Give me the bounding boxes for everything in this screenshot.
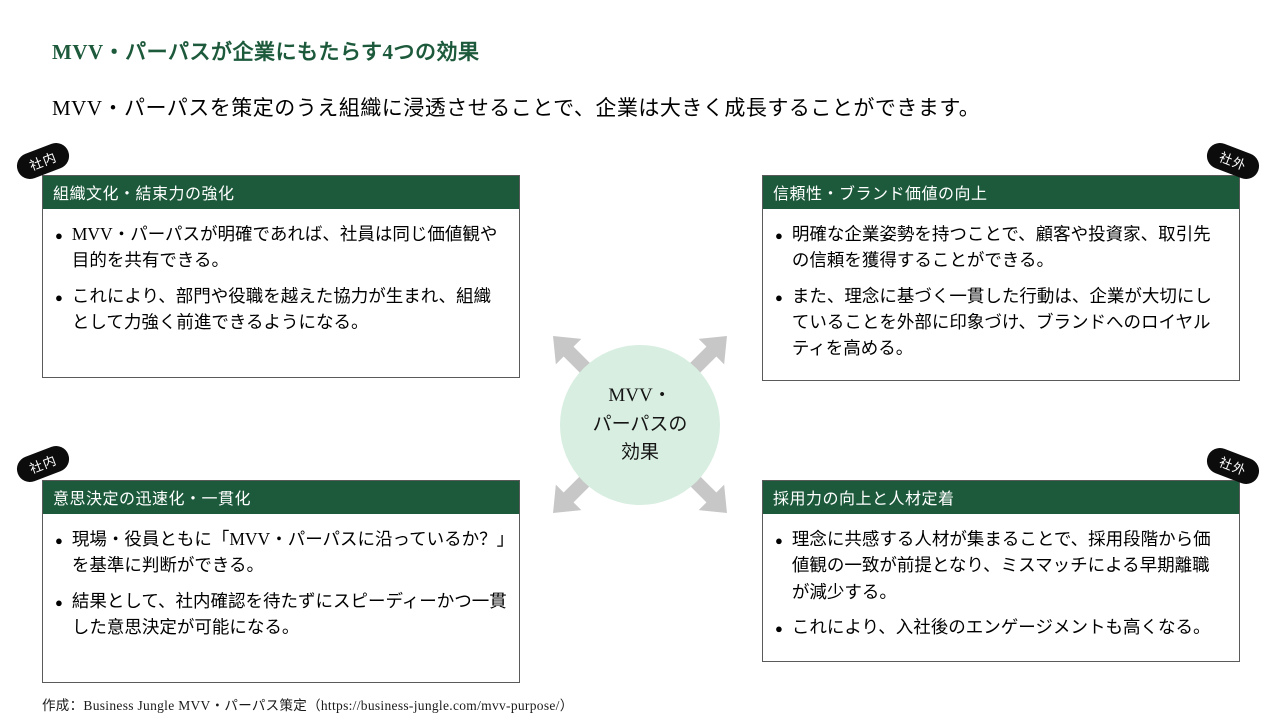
arrow-to-bottom-left-icon xyxy=(553,474,592,513)
card-recruitment-retention-body: ● 理念に共感する人材が集まることで、採用段階から価値観の一致が前提となり、ミス… xyxy=(763,514,1239,659)
bullet-text: これにより、部門や役職を越えた協力が生まれ、組織として力強く前進できるようになる… xyxy=(71,285,491,332)
bullet-icon: ● xyxy=(775,533,783,548)
card-decision-speed: 意思決定の迅速化・一貫化 ● 現場・役員ともに「MVV・パーパスに沿っているか？… xyxy=(42,480,520,683)
bullet-icon: ● xyxy=(775,228,783,243)
card-brand-trust-body: ● 明確な企業姿勢を持つことで、顧客や投資家、取引先の信頼を獲得することができる… xyxy=(763,209,1239,380)
bullet-text: 現場・役員ともに「MVV・パーパスに沿っているか？」を基準に判断ができる。 xyxy=(71,529,506,576)
list-item: ● 結果として、社内確認を待たずにスピーディーかつ一貫した意思決定が可能になる。 xyxy=(55,588,507,641)
bullet-icon: ● xyxy=(775,289,783,305)
arrow-to-bottom-right-icon xyxy=(688,474,727,513)
card-decision-speed-body: ● 現場・役員ともに「MVV・パーパスに沿っているか？」を基準に判断ができる。 … xyxy=(43,514,519,659)
list-item: ● これにより、部門や役職を越えた協力が生まれ、組織として力強く前進できるように… xyxy=(55,283,507,336)
card-recruitment-retention: 採用力の向上と人材定着 ● 理念に共感する人材が集まることで、採用段階から価値観… xyxy=(762,480,1240,662)
bullet-icon: ● xyxy=(775,620,783,636)
bullet-icon: ● xyxy=(55,533,63,548)
bullet-text: 結果として、社内確認を待たずにスピーディーかつ一貫した意思決定が可能になる。 xyxy=(71,590,507,637)
card-decision-speed-title: 意思決定の迅速化・一貫化 xyxy=(43,481,519,514)
card-brand-trust: 信頼性・ブランド価値の向上 ● 明確な企業姿勢を持つことで、顧客や投資家、取引先… xyxy=(762,175,1240,382)
center-line-3: 効果 xyxy=(620,442,659,464)
card-recruitment-retention-title: 採用力の向上と人材定着 xyxy=(763,481,1239,514)
list-item: ● 理念に共感する人材が集まることで、採用段階から価値観の一致が前提となり、ミス… xyxy=(775,526,1227,605)
bullet-icon: ● xyxy=(55,289,63,305)
bullet-text: 理念に共感する人材が集まることで、採用段階から価値観の一致が前提となり、ミスマッ… xyxy=(791,529,1211,602)
arrow-to-top-right-icon xyxy=(688,336,727,375)
bullet-icon: ● xyxy=(55,228,63,243)
list-item: ● また、理念に基づく一貫した行動は、企業が大切にしていることを外部に印象づけ、… xyxy=(775,283,1227,362)
list-item: ● 現場・役員ともに「MVV・パーパスに沿っているか？」を基準に判断ができる。 xyxy=(55,526,507,579)
card-organization-culture-body: ● MVV・パーパスが明確であれば、社員は同じ価値観や目的を共有できる。 ● こ… xyxy=(43,209,519,354)
bullet-text: 明確な企業姿勢を持つことで、顧客や投資家、取引先の信頼を獲得することができる。 xyxy=(791,224,1211,271)
list-item: ● MVV・パーパスが明確であれば、社員は同じ価値観や目的を共有できる。 xyxy=(55,221,507,274)
center-line-2: パーパスの xyxy=(592,413,688,435)
center-line-1: MVV・ xyxy=(608,385,672,407)
card-organization-culture: 組織文化・結束力の強化 ● MVV・パーパスが明確であれば、社員は同じ価値観や目… xyxy=(42,175,520,378)
card-organization-culture-title: 組織文化・結束力の強化 xyxy=(43,176,519,209)
footer-credit: 作成：Business Jungle MVV・パーパス策定（https://bu… xyxy=(42,698,574,713)
arrow-to-top-left-icon xyxy=(553,336,592,375)
bullet-text: これにより、入社後のエンゲージメントも高くなる。 xyxy=(791,616,1211,637)
card-brand-trust-title: 信頼性・ブランド価値の向上 xyxy=(763,176,1239,209)
page-title: MVV・パーパスが企業にもたらす4つの効果 xyxy=(52,40,480,64)
center-circle: MVV・ パーパスの 効果 xyxy=(560,345,720,505)
center-circle-label: MVV・ パーパスの 効果 xyxy=(593,382,688,468)
list-item: ● 明確な企業姿勢を持つことで、顧客や投資家、取引先の信頼を獲得することができる… xyxy=(775,221,1227,274)
bullet-icon: ● xyxy=(55,594,63,610)
bullet-text: MVV・パーパスが明確であれば、社員は同じ価値観や目的を共有できる。 xyxy=(71,224,498,271)
list-item: ● これにより、入社後のエンゲージメントも高くなる。 xyxy=(775,614,1227,640)
page-subtitle: MVV・パーパスを策定のうえ組織に浸透させることで、企業は大きく成長することがで… xyxy=(52,96,981,120)
bullet-text: また、理念に基づく一貫した行動は、企業が大切にしていることを外部に印象づけ、ブラ… xyxy=(791,285,1212,359)
